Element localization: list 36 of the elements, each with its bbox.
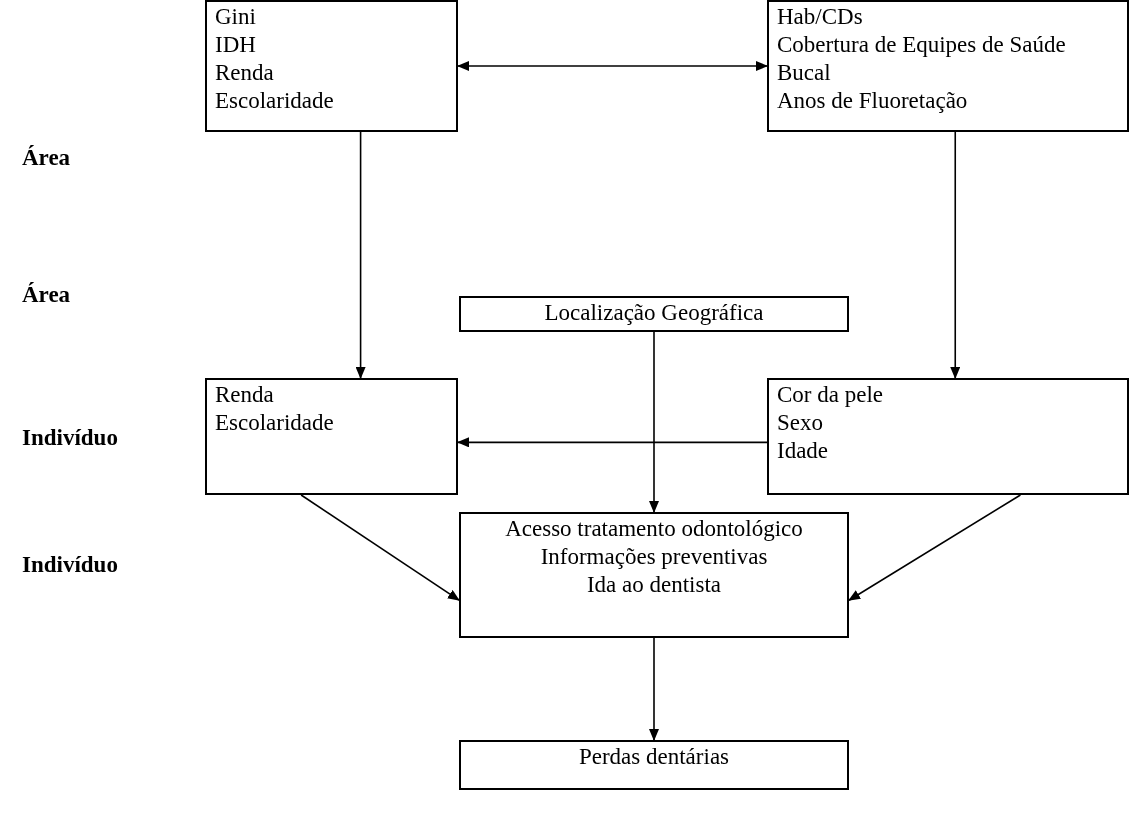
- node-text: Acesso tratamento odontológico: [504, 515, 804, 543]
- text-box: [459, 296, 849, 332]
- node-text: Escolaridade: [215, 87, 335, 115]
- node-text: Cobertura de Equipes de Saúde Bucal: [777, 31, 1067, 87]
- level-label: Área: [22, 145, 71, 171]
- text-box: [205, 378, 458, 495]
- text-box: [767, 378, 1129, 495]
- node-text: Idade: [777, 437, 830, 465]
- text-box: [459, 512, 849, 638]
- arrow: [355, 131, 366, 379]
- node-text: Ida ao dentista: [585, 571, 723, 599]
- text-box: [459, 740, 849, 790]
- node-text: Localização Geográfica: [543, 299, 765, 327]
- node-text: Renda: [215, 59, 275, 87]
- arrow: [457, 61, 768, 71]
- node-text: Cor da pele: [777, 381, 884, 409]
- node-text: Informações preventivas: [539, 543, 769, 571]
- level-label: Indivíduo: [22, 425, 118, 451]
- text-box: [767, 0, 1129, 132]
- arrow: [848, 494, 1022, 601]
- node-text: IDH: [215, 31, 257, 59]
- node-text: Hab/CDs: [777, 3, 864, 31]
- arrow: [649, 637, 659, 741]
- arrow: [300, 494, 460, 601]
- node-text: Perdas dentárias: [577, 743, 731, 771]
- node-text: Anos de Fluoretação: [777, 87, 969, 115]
- node-text: Sexo: [777, 409, 824, 437]
- arrow: [457, 437, 768, 448]
- arrow: [950, 131, 961, 379]
- level-label: Indivíduo: [22, 552, 118, 578]
- node-text: Renda: [215, 381, 275, 409]
- text-box: [205, 0, 458, 132]
- node-text: Gini: [215, 3, 257, 31]
- level-label: Área: [22, 282, 71, 308]
- node-text: Escolaridade: [215, 409, 335, 437]
- arrow: [649, 331, 659, 513]
